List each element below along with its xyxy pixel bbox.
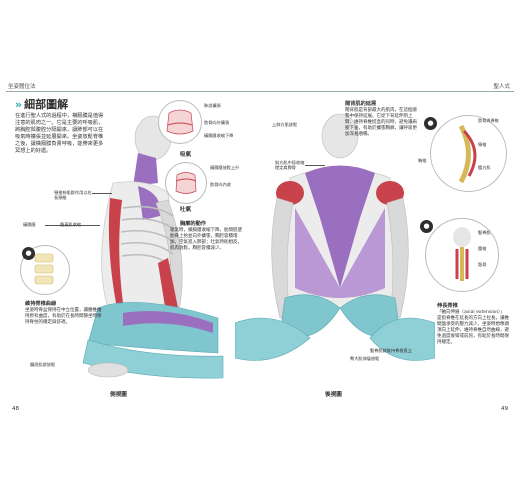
inhale-caption: 吸氣	[180, 152, 192, 158]
label-neck-extensors: 頸椎伸肌群作用以拉長頸椎	[54, 190, 92, 201]
ribcage-box-text: 吸氣時，橫膈膜收縮下降，肋間肌使肋骨上抬並向外擴張，胸腔容積增加，空氣進入肺部；…	[170, 228, 242, 251]
inset-badge-icon: ●	[420, 220, 433, 233]
spine-side-inset	[430, 115, 507, 192]
label-ribs-out: 肋骨向外擴張	[204, 120, 230, 125]
leader-line	[305, 165, 325, 166]
header-right: 聖人式	[493, 84, 510, 90]
latissimus-muscle	[295, 208, 385, 298]
spine-box-text: 「軸向伸展（axial extension）」是指脊椎在延長的方向上拉長，讓椎間…	[437, 310, 509, 345]
exhale-caption: 吐氣	[180, 207, 192, 213]
label-hip-flexors: 髖屈肌群放鬆	[30, 362, 56, 367]
section-title: »細部圖解	[15, 96, 68, 112]
right-deltoid	[376, 181, 404, 205]
label-upper-trap: 上斜方肌放鬆	[272, 122, 298, 127]
neck-muscle	[133, 153, 158, 186]
side-view-figure	[82, 115, 224, 379]
leader-line	[92, 193, 112, 194]
trapezius-muscle	[305, 165, 375, 288]
label-ribs-in: 肋骨向內收	[210, 182, 231, 187]
label-cervical: 頸椎	[478, 142, 487, 147]
back-view-caption: 後視圖	[325, 392, 342, 398]
left-leg	[235, 317, 311, 361]
label-rectus-abdominis: 腹直肌收縮	[60, 222, 81, 227]
back-muscle-red	[108, 198, 123, 303]
label-thoracic: 胸椎	[418, 158, 427, 163]
label-erector-inset: 豎脊肌	[478, 230, 491, 235]
thigh-muscle-purple	[123, 310, 213, 333]
page-number-right: 49	[501, 406, 508, 412]
label-quadratus: 腰方肌	[478, 165, 491, 170]
leader-line	[45, 225, 100, 226]
abdominal-muscle	[158, 258, 178, 313]
label-diaphragm: 橫膈膜	[23, 222, 36, 227]
label-sacrum: 骶骨	[478, 262, 487, 267]
right-leg	[369, 317, 435, 361]
label-lumbar: 腰椎	[478, 246, 487, 251]
ribcage-box-title: 胸廓的動作	[180, 221, 206, 227]
section-title-text: 細部圖解	[24, 98, 69, 111]
inhale-ribcage-inset	[158, 100, 202, 144]
spine-box-title: 伸長脊椎	[437, 303, 458, 309]
lat-callout-text: 闊背肌是背部最大的肌肉，在這個姿勢中保持延展。它從下背延伸到上臂，維持脊椎挺直的…	[345, 108, 417, 137]
head	[321, 113, 359, 159]
label-diaphragm-down: 橫膈膜收縮下降	[204, 133, 234, 138]
chevron-icon: »	[15, 98, 23, 111]
inset-badge-icon: ●	[22, 247, 35, 260]
page-number-left: 48	[12, 406, 19, 412]
lumbar-box-text: 坐姿時骨盆保持在中立位置，讓腰椎維持原有曲度，有助於在長時間靜坐時保持脊柱的穩定…	[25, 308, 102, 325]
label-erector: 豎脊肌群維持脊椎直立	[370, 348, 412, 353]
label-diaphragm-up: 橫膈膜放鬆上升	[210, 165, 240, 170]
label-trapezius: 斜方肌中段收縮穩定肩胛骨	[275, 160, 305, 171]
label-lungs: 肺部擴張	[204, 103, 221, 108]
back-view-figure	[235, 113, 435, 361]
left-deltoid	[276, 181, 304, 205]
header-left: 坐姿體位法	[8, 84, 36, 90]
header-rule	[6, 91, 514, 92]
foot	[87, 362, 129, 378]
lumbar-box-title: 維持脊椎曲線	[25, 301, 57, 307]
label-glute-max: 臀大肌伸展放鬆	[350, 356, 380, 361]
intro-paragraph: 在進行聖人式的過程中，橫膈膜是值得注意的肌肉之一。它是主要的呼吸肌，將胸腔與腹腔…	[15, 113, 104, 154]
shoulder-muscle	[138, 186, 161, 220]
lat-callout-title: 闊背肌的延展	[345, 101, 377, 107]
exhale-ribcage-inset	[165, 162, 207, 204]
inset-badge-icon: ●	[424, 117, 437, 130]
spine-back-inset	[425, 218, 499, 292]
side-view-caption: 側視圖	[110, 392, 127, 398]
label-rib: 肋骨與脊椎	[478, 118, 499, 123]
